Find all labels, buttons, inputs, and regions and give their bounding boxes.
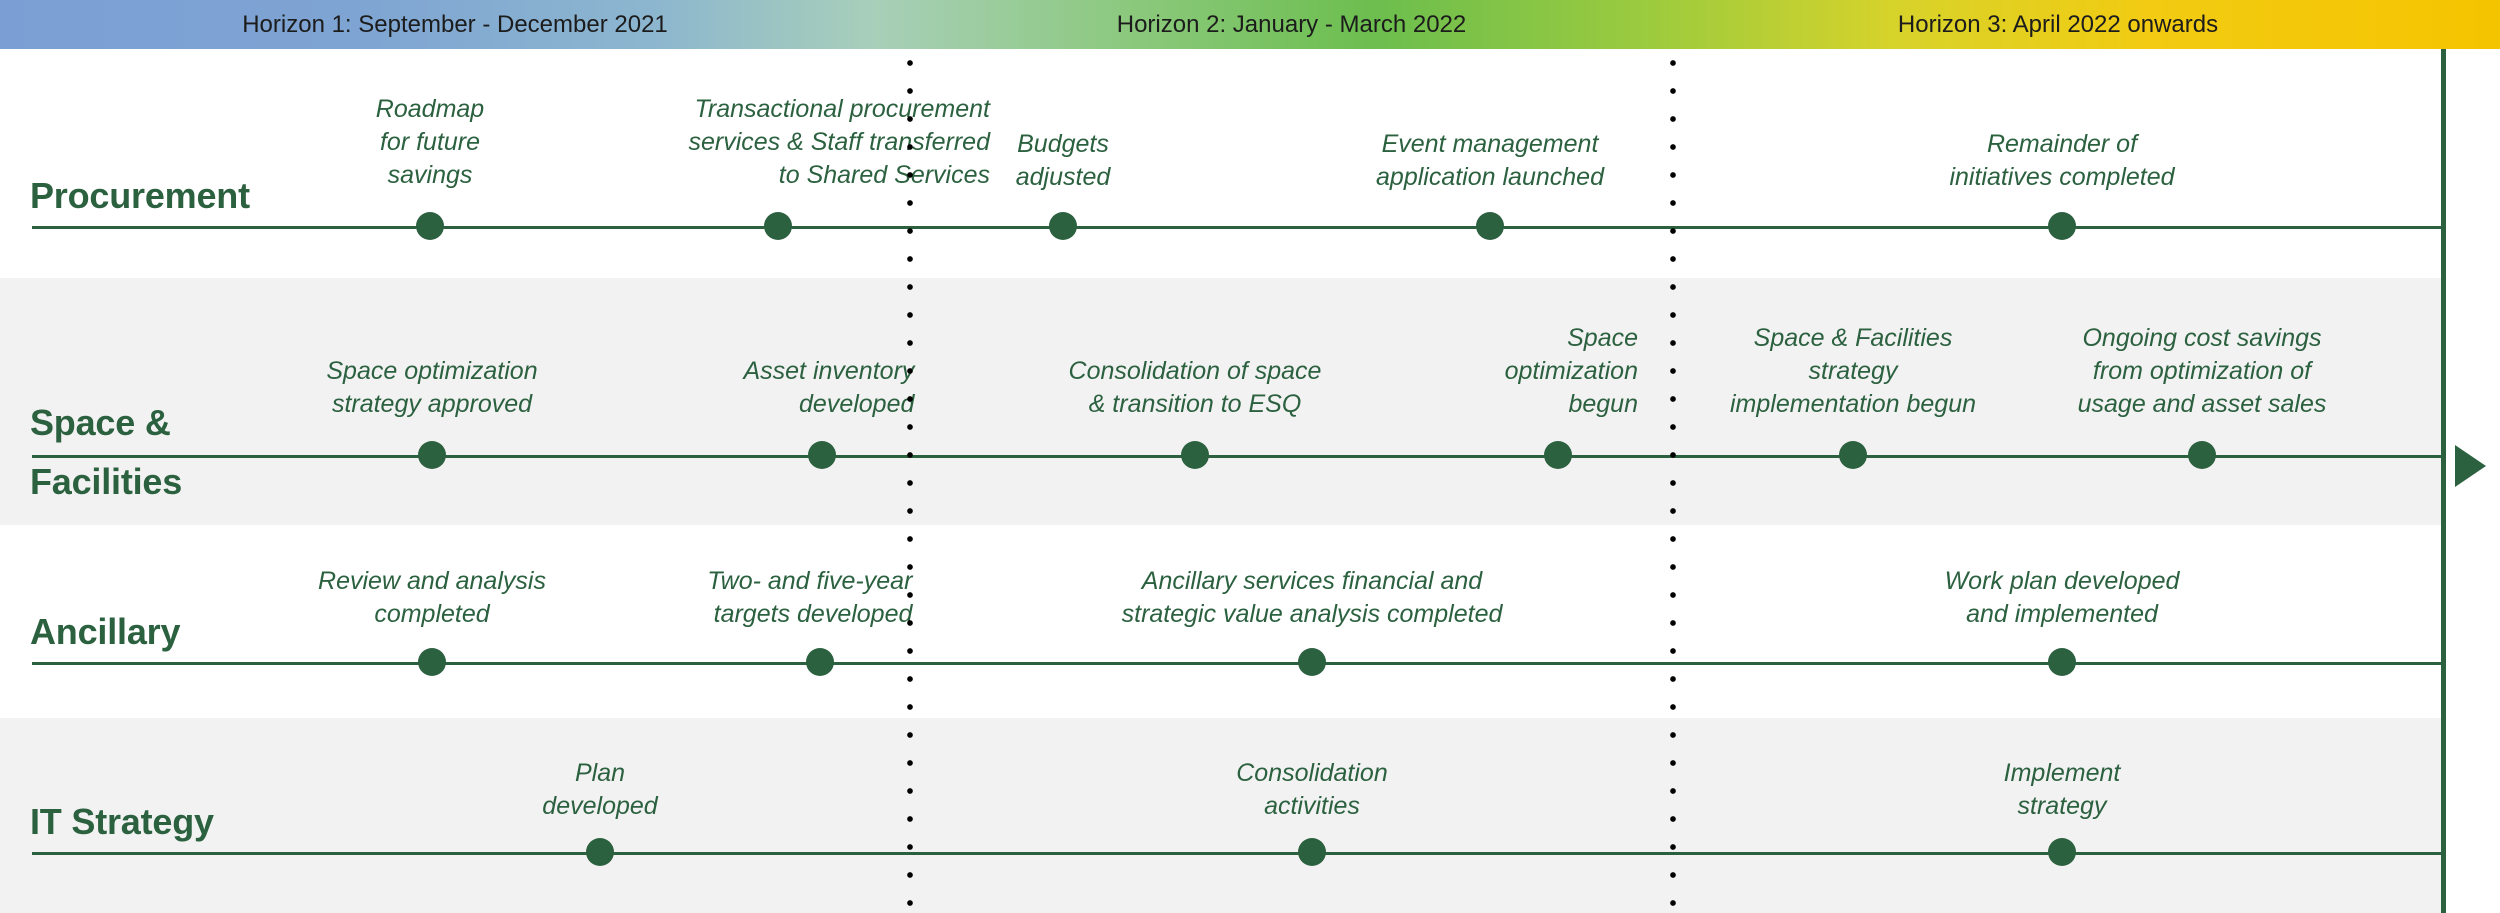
horizon-separator-1 — [907, 49, 913, 913]
milestone-dot[interactable] — [1839, 441, 1867, 469]
milestone-caption: Consolidation of space & transition to E… — [1068, 357, 1322, 418]
track-row-space-facilities: Space & Facilities Space optimization st… — [30, 324, 2443, 502]
horizon-2-label: Horizon 2: January - March 2022 — [1116, 11, 1467, 38]
timeline-rule-ancillary — [32, 662, 2443, 665]
track-label-procurement: Procurement — [30, 175, 250, 216]
milestone-dot[interactable] — [1181, 441, 1209, 469]
band-ancillary — [0, 525, 2443, 718]
milestone-dot[interactable] — [2048, 648, 2076, 676]
timeline-rule-space-facilities — [32, 455, 2443, 458]
track-label-space-facilities-line1: Space & — [30, 402, 171, 443]
milestone-caption: Work plan developed and implemented — [1944, 567, 2180, 628]
track-label-it-strategy: IT Strategy — [30, 801, 214, 842]
milestone-dot[interactable] — [1544, 441, 1572, 469]
milestone-caption: Two- and five-year targets developed — [707, 567, 913, 628]
milestone-caption: Asset inventory developed — [743, 357, 915, 418]
milestone-caption: Event management application launched — [1376, 130, 1604, 191]
milestone-caption: Review and analysis completed — [318, 567, 546, 628]
milestone-caption: Ongoing cost savings from optimization o… — [2077, 324, 2327, 418]
milestone-caption: Space & Facilities strategy implementati… — [1730, 324, 1976, 418]
milestone-caption: Roadmap for future savings — [375, 95, 485, 189]
horizon-1-label: Horizon 1: September - December 2021 — [242, 11, 668, 38]
milestone-caption: Plan developed — [542, 759, 658, 820]
milestone-dot[interactable] — [586, 838, 614, 866]
milestone-dot[interactable] — [418, 648, 446, 676]
track-row-procurement: Procurement Roadmap for future savings T… — [0, 0, 2500, 278]
track-label-space-facilities-line2: Facilities — [30, 461, 183, 502]
milestone-dot[interactable] — [2048, 838, 2076, 866]
milestone-caption: Ancillary services financial and strateg… — [1121, 567, 1503, 628]
band-procurement — [0, 49, 2443, 278]
milestone-dot[interactable] — [1476, 212, 1504, 240]
milestone-caption: Consolidation activities — [1236, 759, 1388, 820]
timeline-end-line — [2441, 49, 2446, 913]
milestone-dot[interactable] — [808, 441, 836, 469]
milestone-dot[interactable] — [1298, 838, 1326, 866]
milestone-dot[interactable] — [806, 648, 834, 676]
timeline-rule-it-strategy — [32, 852, 2443, 855]
milestone-dot[interactable] — [1298, 648, 1326, 676]
horizon-header-bar — [0, 0, 2500, 49]
timeline-arrow-icon — [2455, 445, 2486, 487]
milestone-caption: Space optimization begun — [1504, 324, 1638, 418]
track-row-ancillary: Ancillary Review and analysis completed … — [30, 567, 2443, 676]
milestone-caption: Budgets adjusted — [1015, 130, 1111, 191]
milestone-dot[interactable] — [418, 441, 446, 469]
milestone-caption: Space optimization strategy approved — [326, 357, 538, 418]
horizon-separator-2 — [1670, 49, 1676, 913]
track-label-ancillary: Ancillary — [30, 611, 181, 652]
milestone-caption: Implement strategy — [2003, 759, 2121, 820]
horizon-3-label: Horizon 3: April 2022 onwards — [1897, 11, 2219, 38]
milestone-dot[interactable] — [764, 212, 792, 240]
milestone-dot[interactable] — [416, 212, 444, 240]
milestone-dot[interactable] — [2048, 212, 2076, 240]
timeline-rule-procurement — [32, 226, 2443, 229]
milestone-caption: Remainder of initiatives completed — [1949, 130, 2175, 191]
milestone-dot[interactable] — [2188, 441, 2216, 469]
band-it-strategy — [0, 718, 2443, 913]
milestone-dot[interactable] — [1049, 212, 1077, 240]
band-space-facilities — [0, 278, 2443, 525]
